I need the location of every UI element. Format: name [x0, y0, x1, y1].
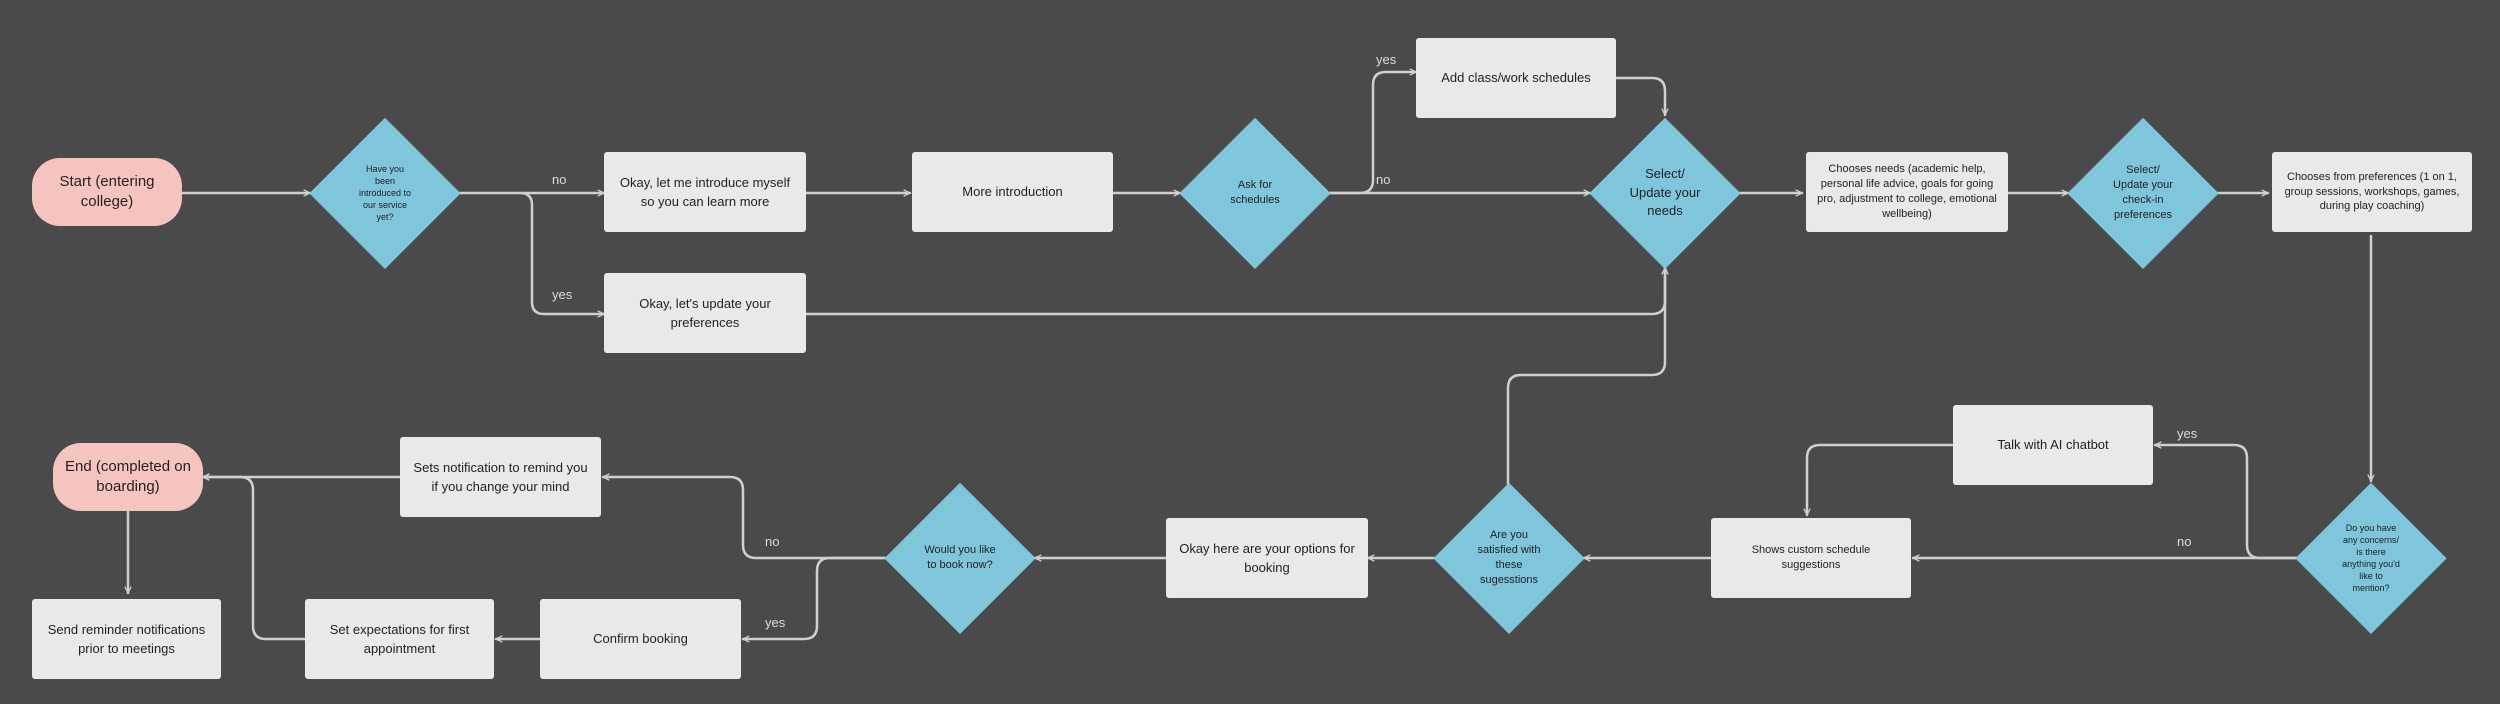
- checkin-preferences-decision[interactable]: Select/ Update your check-in preferences: [2068, 118, 2218, 268]
- ask-schedules-label: Ask for schedules: [1230, 179, 1280, 206]
- start-terminal[interactable]: Start (entering college): [32, 158, 182, 226]
- satisfied-decision-label: Are you satisfied with these sugesstions: [1477, 529, 1541, 586]
- confirm-booking-box[interactable]: Confirm booking: [540, 599, 741, 679]
- concerns-decision[interactable]: Do you have any concerns/ is there anyth…: [2296, 483, 2446, 633]
- set-notification-box[interactable]: Sets notification to remind you if you c…: [400, 437, 601, 517]
- send-reminder-box[interactable]: Send reminder notifications prior to mee…: [32, 599, 221, 679]
- booking-options-box[interactable]: Okay here are your options for booking: [1166, 518, 1368, 598]
- select-needs-decision[interactable]: Select/ Update your needs: [1590, 118, 1740, 268]
- chooses-preferences-box[interactable]: Chooses from preferences (1 on 1, group …: [2272, 152, 2472, 232]
- edge-add-schedules-to-select-needs: [1614, 76, 1665, 117]
- introduced-decision-label: Have you been introduced to our service …: [358, 163, 412, 223]
- ai-chatbot-box[interactable]: Talk with AI chatbot: [1953, 405, 2153, 485]
- edge-label-no-book: no: [765, 534, 780, 549]
- more-introduction-box[interactable]: More introduction: [912, 152, 1113, 232]
- introduce-self-box[interactable]: Okay, let me introduce myself so you can…: [604, 152, 806, 232]
- introduced-decision[interactable]: Have you been introduced to our service …: [310, 118, 460, 268]
- edge-label-yes-book: yes: [765, 615, 786, 630]
- book-now-decision-label: Would you like to book now?: [924, 544, 996, 571]
- edge-ask-schedules-to-add-schedules: [1328, 72, 1418, 195]
- satisfied-decision[interactable]: Are you satisfied with these sugesstions: [1434, 483, 1584, 633]
- edge-book-question-to-confirm-booking: [741, 556, 887, 639]
- edge-label-yes-concerns: yes: [2177, 426, 2198, 441]
- chooses-needs-box[interactable]: Chooses needs (academic help, personal l…: [1806, 152, 2008, 232]
- edge-label-yes-intro: yes: [552, 287, 573, 302]
- select-needs-label: Select/ Update your needs: [1629, 165, 1701, 219]
- ask-schedules-decision[interactable]: Ask for schedules: [1180, 118, 1330, 268]
- edge-question-to-update-prefs: [518, 191, 606, 314]
- edge-label-no-schedules: no: [1376, 172, 1391, 187]
- custom-suggestions-box[interactable]: Shows custom schedule suggestions: [1711, 518, 1911, 598]
- book-now-decision[interactable]: Would you like to book now?: [885, 483, 1035, 633]
- add-schedules-box[interactable]: Add class/work schedules: [1416, 38, 1616, 118]
- edge-satisfied-to-select-needs: [1506, 266, 1665, 486]
- edge-label-no-concerns: no: [2177, 534, 2192, 549]
- edge-label-no-intro: no: [552, 172, 567, 187]
- checkin-preferences-label: Select/ Update your check-in preferences: [2113, 164, 2173, 221]
- set-expectations-box[interactable]: Set expectations for first appointment: [305, 599, 494, 679]
- edge-set-expectations-to-end: [201, 477, 307, 641]
- edge-book-question-to-set-notification: [601, 477, 887, 560]
- end-terminal[interactable]: End (completed on boarding): [53, 443, 203, 511]
- concerns-decision-label: Do you have any concerns/ is there anyth…: [2342, 522, 2400, 594]
- edge-update-prefs-to-select-needs: [804, 266, 1665, 316]
- update-preferences-box[interactable]: Okay, let's update your preferences: [604, 273, 806, 353]
- edge-label-yes-schedules: yes: [1376, 52, 1397, 67]
- edge-ai-chatbot-to-custom-suggestions: [1807, 443, 1954, 517]
